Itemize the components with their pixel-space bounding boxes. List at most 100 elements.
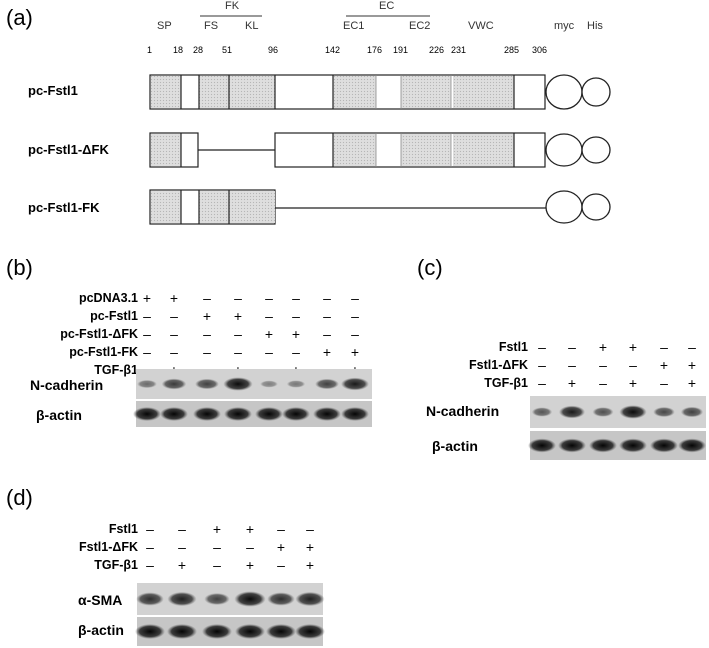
panel-b-treatment-sign: +	[233, 308, 243, 324]
panel-b-treatment-sign: –	[203, 290, 211, 306]
position-51: 51	[222, 45, 233, 55]
panel-d-target-band-lane-1	[136, 592, 164, 606]
panel-b-treatment-sign: +	[322, 344, 332, 360]
panel-c-target-band-lane-2	[558, 405, 586, 419]
position-18: 18	[173, 45, 184, 55]
panel-b-target-band-lane-4	[223, 377, 253, 391]
panel-d-target-band-lane-6	[295, 591, 325, 607]
panel-b-label: (b)	[6, 255, 33, 280]
panel-c-treatment-sign: –	[538, 375, 546, 391]
panel-d-actin-band-lane-5	[266, 624, 296, 639]
panel-b-target-band-lane-8	[341, 377, 369, 391]
panel-c-target-band-lane-5	[653, 406, 675, 418]
domain-label-his: His	[587, 20, 603, 32]
ec-group-label: EC	[379, 0, 395, 12]
panel-b-treatment-sign: –	[265, 308, 273, 324]
panel-b-treatment-sign: –	[234, 290, 242, 306]
construct-label-full: pc-Fstl1	[28, 83, 78, 98]
panel-b-treatment-sign: –	[143, 308, 151, 324]
panel-d-treatment-sign: –	[277, 521, 285, 537]
domain-label-sp: SP	[157, 20, 172, 32]
panel-b-target-band-lane-1	[137, 379, 157, 389]
panel-b-treatment-sign: –	[170, 308, 178, 324]
panel-c-band-label-actin: β-actin	[432, 438, 478, 454]
panel-d-band-label-sma: α-SMA	[78, 592, 123, 608]
panel-b-treatment-sign: –	[234, 344, 242, 360]
panel-c-target-blot-background	[530, 396, 706, 428]
panel-c-actin-band-lane-2	[558, 438, 586, 453]
construct-delta-fk-bar	[149, 132, 611, 168]
position-231: 231	[451, 45, 467, 55]
panel-b-treatment-sign: –	[265, 290, 273, 306]
panel-b-actin-band-lane-2	[160, 407, 188, 421]
panel-d-treatment-sign: –	[178, 539, 186, 555]
panel-c-row-label: Fstl1	[498, 340, 528, 354]
position-176: 176	[367, 45, 383, 55]
panel-d-row-label: TGF-β1	[94, 558, 138, 572]
panel-c-actin-band-lane-1	[528, 438, 556, 453]
domain-label-vwc: VWC	[468, 20, 494, 32]
panel-b-row-label: pc-Fstl1-FK	[69, 345, 138, 359]
panel-d-actin-band-lane-6	[295, 624, 325, 639]
panel-b-treatment-sign: –	[143, 344, 151, 360]
panel-d-target-band-lane-2	[167, 591, 197, 607]
panel-c-treatment-sign: +	[659, 357, 669, 373]
construct-label-delta-fk: pc-Fstl1-ΔFK	[28, 142, 109, 157]
panel-d-actin-blot-background	[137, 617, 323, 646]
panel-b-actin-band-lane-6	[282, 407, 310, 421]
myc-tag-ellipse	[545, 74, 583, 110]
construct-label-fk: pc-Fstl1-FK	[28, 200, 100, 215]
panel-b-row-label: pcDNA3.1	[78, 291, 138, 305]
panel-b-treatment-sign: +	[291, 362, 301, 378]
panel-d-treatment-sign: +	[305, 539, 315, 555]
panel-b-treatment-sign: –	[265, 344, 273, 360]
domain-label-ec1: EC1	[343, 20, 365, 32]
panel-c-treatment-sign: +	[598, 339, 608, 355]
panel-a-label: (a)	[6, 5, 33, 30]
panel-b-treatment-sign: –	[292, 308, 300, 324]
panel-b-target-band-lane-3	[195, 378, 219, 390]
panel-c-actin-band-lane-3	[589, 438, 617, 453]
panel-b-treatment-sign: +	[169, 290, 179, 306]
panel-c-target-band-lane-3	[592, 407, 614, 417]
panel-d-target-band-lane-5	[267, 592, 295, 606]
his-tag-ellipse	[581, 77, 611, 107]
panel-d-row-label: Fstl1	[108, 522, 138, 536]
panel-b-treatment-sign: –	[351, 326, 359, 342]
panel-b-target-band-lane-2	[161, 378, 187, 390]
panel-c-treatment-sign: +	[567, 375, 577, 391]
panel-b-actin-band-lane-1	[133, 407, 161, 421]
panel-b-treatment-sign: –	[323, 362, 331, 378]
panel-c-target-band-lane-1	[531, 407, 553, 417]
fk-group-label: FK	[225, 0, 240, 12]
panel-d-treatment-sign: –	[277, 557, 285, 573]
panel-b-treatment-sign: –	[143, 362, 151, 378]
panel-b-band-label-actin: β-actin	[36, 407, 82, 423]
panel-d-band-label-actin: β-actin	[78, 622, 124, 638]
panel-c-treatment-sign: –	[568, 339, 576, 355]
panel-b-treatment-sign: +	[233, 362, 243, 378]
panel-b-treatment-sign: –	[323, 290, 331, 306]
panel-c-treatment-sign: –	[660, 375, 668, 391]
panel-d-treatment-sign: +	[305, 557, 315, 573]
panel-b-treatment-sign: –	[292, 290, 300, 306]
panel-b-treatment-sign: –	[143, 326, 151, 342]
panel-d-treatment-sign: +	[177, 557, 187, 573]
panel-b-treatment-sign: +	[350, 344, 360, 360]
panel-b-treatment-sign: –	[351, 308, 359, 324]
panel-d-treatment-sign: –	[146, 521, 154, 537]
panel-d-treatment-sign: –	[146, 539, 154, 555]
domain-label-kl: KL	[245, 20, 259, 32]
panel-c-actin-band-lane-4	[619, 438, 647, 453]
panel-d-actin-band-lane-2	[167, 624, 197, 639]
panel-b-treatment-sign: +	[350, 362, 360, 378]
panel-c-treatment-sign: –	[660, 339, 668, 355]
panel-b-row-label: pc-Fstl1-ΔFK	[60, 327, 138, 341]
panel-c-treatment-sign: –	[629, 357, 637, 373]
panel-d-treatment-sign: +	[276, 539, 286, 555]
panel-d-target-band-lane-3	[204, 592, 230, 606]
panel-c-label: (c)	[417, 255, 443, 280]
panel-b-actin-band-lane-4	[224, 407, 252, 421]
panel-b-treatment-sign: –	[234, 326, 242, 342]
panel-c-treatment-sign: –	[538, 357, 546, 373]
